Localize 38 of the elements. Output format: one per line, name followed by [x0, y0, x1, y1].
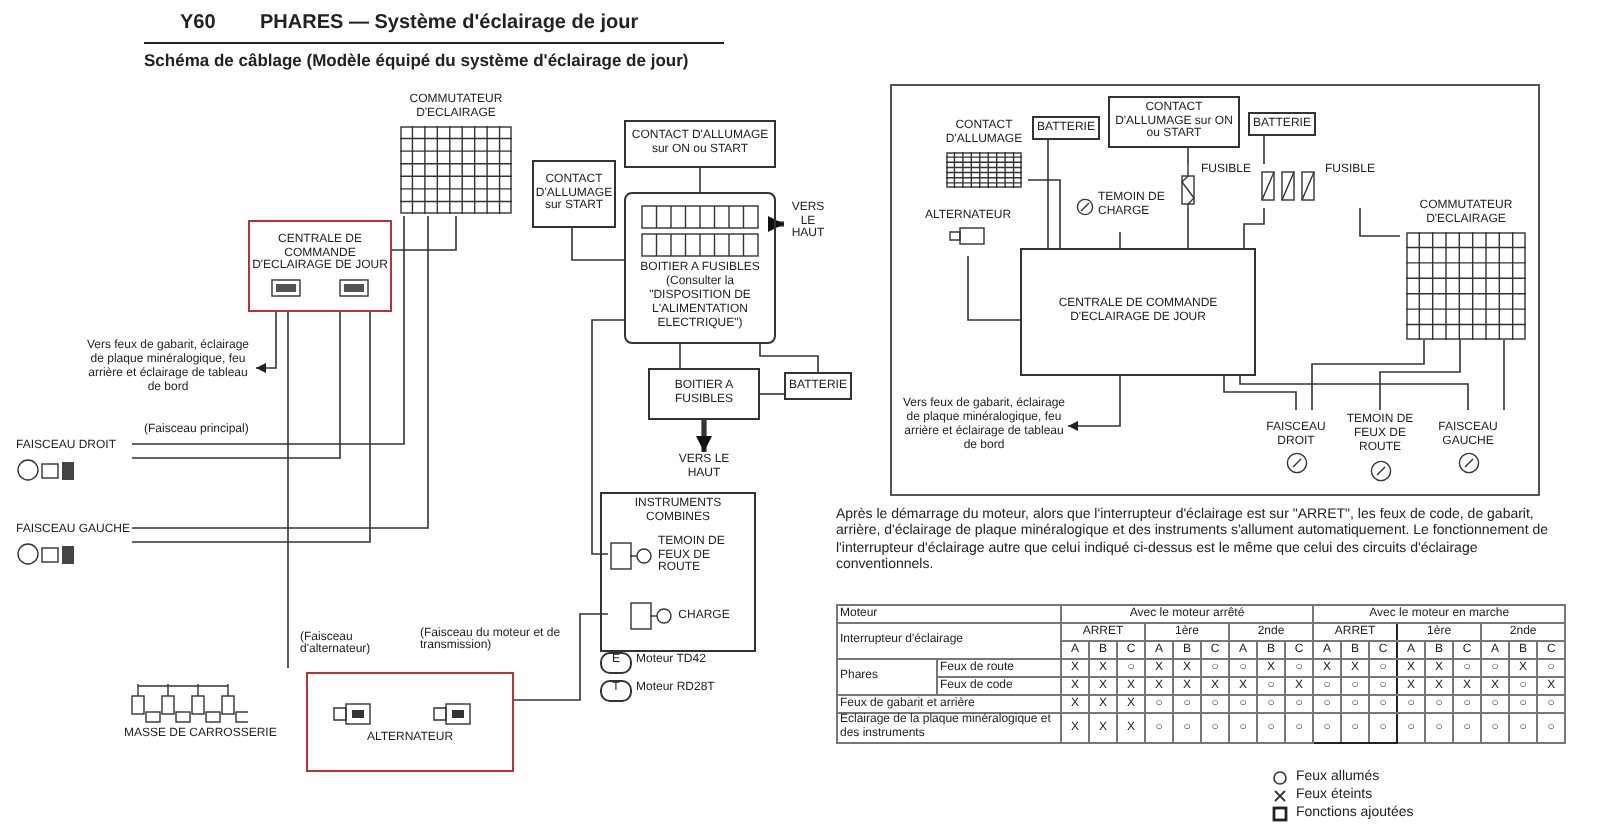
- arrow: [768, 216, 784, 232]
- wire: [571, 227, 625, 261]
- fuse-box: [624, 192, 776, 344]
- subtitle: Schéma de câblage (Modèle équipé du système d'éclairage de jour): [144, 50, 689, 70]
- wire: [759, 393, 785, 395]
- wire: [1379, 339, 1461, 411]
- wire: [1119, 231, 1121, 249]
- wire: [131, 215, 405, 445]
- page-title: PHARES — Système d'éclairage de jour: [260, 12, 639, 34]
- arrow: [1067, 375, 1121, 431]
- wire: [391, 215, 457, 251]
- highlight-frame: [306, 672, 514, 772]
- wire: [513, 613, 609, 701]
- wire: [1503, 339, 1505, 411]
- wire: [131, 311, 371, 543]
- wire: [967, 255, 1021, 321]
- arrow: [255, 311, 277, 373]
- highlight-frame: [248, 220, 392, 312]
- wire: [131, 311, 341, 459]
- wire: [131, 215, 429, 529]
- wire: [1239, 375, 1469, 411]
- wire: [1359, 207, 1401, 237]
- arrow: [696, 420, 712, 452]
- wire: [1187, 147, 1189, 165]
- wire: [1243, 207, 1265, 249]
- wire: [1311, 339, 1425, 411]
- instrument-panel: [600, 492, 756, 652]
- wire: [287, 311, 289, 669]
- wire: [1187, 207, 1189, 249]
- wire: [1027, 179, 1061, 249]
- wire: [759, 343, 819, 373]
- wire: [1223, 375, 1297, 411]
- wire: [591, 319, 625, 555]
- wire: [699, 167, 701, 193]
- wire: [679, 343, 681, 369]
- wire: [1263, 135, 1265, 165]
- wire: [1047, 139, 1049, 249]
- section-code: Y60: [180, 12, 216, 34]
